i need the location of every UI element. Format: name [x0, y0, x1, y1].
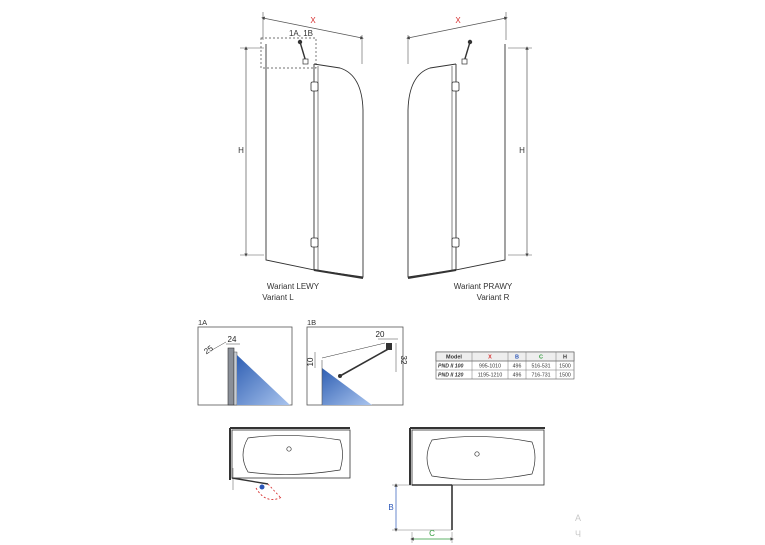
door-swing-arc-left — [255, 487, 283, 500]
hinge-top-right — [451, 81, 460, 92]
dim-c-label: C — [429, 529, 435, 538]
detail-1b-dim-top: 20 — [376, 330, 385, 339]
bathtub-outline-right — [411, 429, 545, 486]
glass-1b — [322, 368, 372, 405]
spec-table-header-cell: Model — [446, 355, 462, 361]
spec-table-cell: 1195-1210 — [478, 373, 503, 379]
detail-1a: 1A 24 25 — [197, 318, 293, 406]
dim-x-line-right — [406, 16, 508, 40]
support-bar-1b — [339, 347, 391, 377]
hinge-bottom-left — [310, 237, 319, 248]
fixed-panel-left — [265, 44, 315, 271]
swing-panel-right — [407, 63, 457, 278]
spec-table-cell: 516-531 — [531, 364, 550, 370]
spec-table-cell: 716-731 — [531, 373, 550, 379]
detail-1a-dim-a: 24 — [228, 335, 237, 344]
spec-table-cell: 1500 — [559, 373, 571, 379]
bathtub-outline-left — [231, 429, 351, 479]
watermark-line1: A — [575, 513, 581, 523]
spec-table-header-cell: C — [539, 355, 543, 361]
dim-h-label-left: H — [238, 146, 244, 155]
tub-basin-left — [242, 435, 343, 475]
swing-panel-left — [313, 63, 364, 278]
tub-basin-right — [426, 436, 536, 480]
detail-1b-dim-left: 10 — [306, 357, 315, 366]
spec-table-cell: PND II 120 — [438, 373, 463, 379]
dim-b-label: B — [388, 503, 393, 512]
detail-1b: 1B 20 10 32 — [306, 318, 408, 406]
hinge-bottom-right — [451, 237, 460, 248]
detail-marker-box — [260, 37, 317, 69]
caption-right-en: Variant R — [477, 293, 510, 302]
spec-table-header-cell: X — [488, 355, 492, 361]
dim-x-label-right: X — [455, 16, 461, 25]
door-pivot-left — [259, 484, 265, 490]
caption-right-pl: Wariant PRAWY — [454, 282, 513, 291]
variant-left-drawing: X H 1A, 1B — [238, 12, 364, 279]
bottom-seal-right — [407, 269, 457, 279]
spec-table-cell: 496 — [513, 364, 522, 370]
detail-1b-label: 1B — [307, 318, 316, 327]
plan-view-left — [229, 427, 351, 500]
spec-table-cell: 995-1010 — [479, 364, 501, 370]
watermark-line2: Ч — [575, 529, 581, 539]
dim-h-label-right: H — [519, 146, 525, 155]
spec-table-header-cell: H — [563, 355, 567, 361]
detail-1b-dim-right: 32 — [399, 356, 408, 365]
plan-view-right: B C — [388, 427, 545, 543]
caption-left-en: Variant L — [262, 293, 294, 302]
bottom-seal-left — [313, 269, 364, 279]
hinge-top-left — [310, 81, 319, 92]
detail-ref-label: 1A, 1B — [289, 29, 313, 38]
detail-1a-label: 1A — [198, 318, 207, 327]
spec-table-header-cell: B — [515, 355, 519, 361]
caption-left-pl: Wariant LEWY — [267, 282, 320, 291]
spec-table-cell: PND II 100 — [438, 364, 463, 370]
fixed-panel-right — [455, 44, 506, 271]
spec-table-cell: 1500 — [559, 364, 571, 370]
variant-right-drawing: X H — [406, 12, 532, 279]
glass-1a — [237, 355, 290, 405]
dim-x-label-left: X — [310, 16, 316, 25]
spec-table-cell: 496 — [513, 373, 522, 379]
dim-x-line-left — [261, 16, 364, 40]
